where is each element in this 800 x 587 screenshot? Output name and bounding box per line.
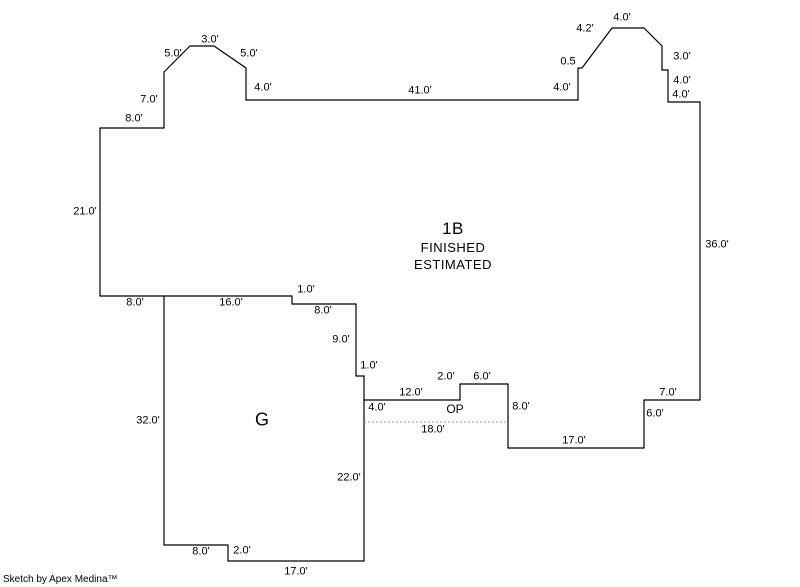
- dimension-label: 8.0': [314, 304, 332, 317]
- dimension-label: 6.0': [646, 407, 664, 420]
- dimension-label: 4.0': [673, 74, 691, 87]
- dimension-label: 1.0': [297, 283, 315, 296]
- dimension-label: 6.0': [473, 370, 491, 383]
- dimension-label: 1.0': [360, 359, 378, 372]
- dimension-label: 7.0': [140, 93, 158, 106]
- dimension-label: 21.0': [73, 205, 97, 218]
- area-main-name: 1B: [442, 219, 464, 238]
- dimension-label: 32.0': [136, 414, 160, 427]
- dimension-label: 17.0': [562, 434, 586, 447]
- building-outline: [99, 27, 701, 562]
- garage-divider-line: [164, 295, 365, 400]
- area-label-main: 1B FINISHED ESTIMATED: [414, 219, 492, 273]
- dimension-label: 41.0': [408, 84, 432, 97]
- dimension-label: 2.0': [233, 544, 251, 557]
- dimension-label: 4.2': [576, 22, 594, 35]
- dimension-label: 8.0': [512, 400, 530, 413]
- area-label-garage: G: [254, 409, 270, 430]
- dimension-label: 4.0': [553, 81, 571, 94]
- dimension-label: 3.0': [673, 50, 691, 63]
- dimension-label: 4.0': [368, 401, 386, 414]
- dimension-label: 9.0': [332, 333, 350, 346]
- area-main-status: FINISHED: [420, 240, 486, 255]
- dimension-label: 36.0': [705, 238, 729, 251]
- dimension-label: 18.0': [421, 423, 445, 436]
- dimension-label: 2.0': [437, 370, 455, 383]
- dimension-label: 0.5: [560, 55, 576, 68]
- dimension-label: 5.0': [164, 47, 182, 60]
- dimension-label: 8.0': [192, 545, 210, 558]
- dimension-label: 12.0': [399, 386, 423, 399]
- sketch-credit: Sketch by Apex Medina™: [3, 574, 118, 585]
- dimension-label: 8.0': [125, 112, 143, 125]
- dimension-label: 16.0': [219, 296, 243, 309]
- dimension-label: 4.0': [672, 88, 690, 101]
- dimension-label: 5.0': [240, 47, 258, 60]
- dimension-label: 8.0': [126, 296, 144, 309]
- area-label-open-porch: OP: [446, 402, 464, 416]
- dimension-label: 3.0': [201, 33, 219, 46]
- dimension-label: 4.0': [613, 11, 631, 24]
- dimension-label: 7.0': [659, 386, 677, 399]
- dimension-label: 4.0': [254, 81, 272, 94]
- dimension-label: 22.0': [337, 471, 361, 484]
- dimension-label: 17.0': [284, 565, 308, 578]
- area-main-status: ESTIMATED: [414, 257, 492, 272]
